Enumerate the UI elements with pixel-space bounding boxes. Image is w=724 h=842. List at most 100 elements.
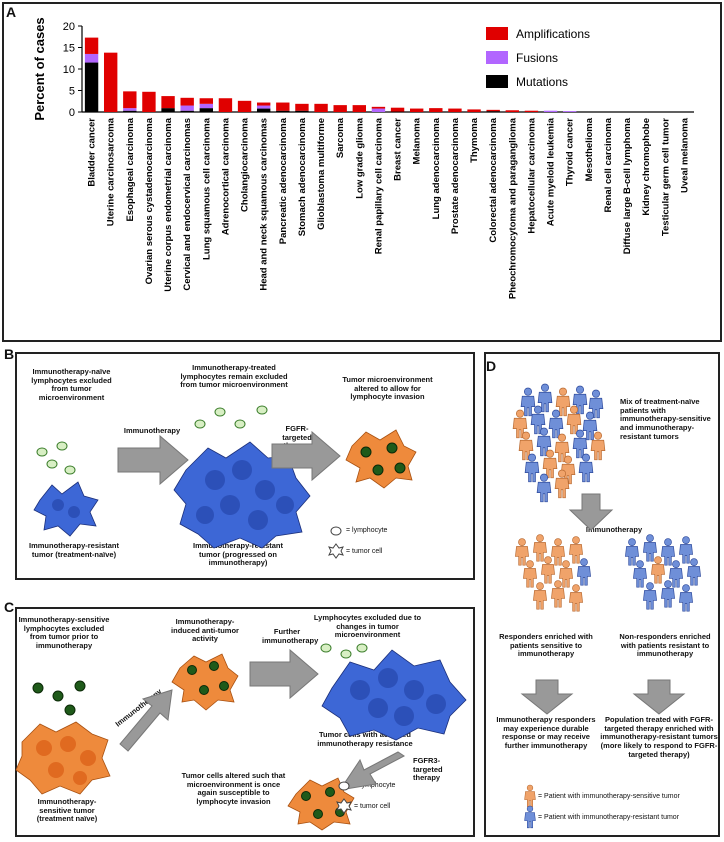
category-label: Glioblastoma multiforme — [316, 118, 327, 230]
bar-segment — [123, 91, 137, 109]
b-resistant-tumor-note: Immunotherapy-resistant tumor (progresse… — [192, 541, 284, 568]
d-arrow-label: Immunotherapy — [585, 525, 643, 534]
bar-segment — [505, 110, 520, 112]
bar-segment — [333, 105, 347, 112]
y-axis-label: Percent of cases — [32, 17, 47, 120]
panel-a-label: A — [6, 4, 17, 20]
c-sensitive-tumor-note: Immunotherapy-sensitive tumor (treatment… — [36, 797, 98, 824]
d-mix-note: Mix of treatment-naïve patients with imm… — [620, 397, 711, 441]
bar-segment — [142, 91, 156, 112]
category-label: Renal papillary cell carcinoma — [373, 117, 384, 254]
y-tick-label: 20 — [63, 21, 75, 33]
panel-d-label: D — [486, 358, 497, 374]
category-label: Colorectal adenocarcinoma — [488, 117, 499, 242]
bar-segment — [199, 98, 214, 104]
c-arrow3-label: FGFR3-targeted therapy — [413, 756, 443, 783]
category-label: Testicular germ cell tumor — [660, 118, 671, 236]
bar-segment — [180, 97, 194, 106]
d-key-sensitive: = Patient with immunotherapy-sensitive t… — [538, 793, 680, 800]
y-tick-label: 0 — [69, 107, 75, 119]
category-label: Bladder cancer — [87, 118, 98, 187]
category-label: Adrenocortical carcinoma — [220, 117, 231, 235]
bar-segment — [276, 110, 290, 112]
y-tick-label: 15 — [63, 43, 75, 55]
bar-segment — [371, 108, 386, 112]
bar-segment — [84, 62, 99, 112]
category-label: Uveal melanoma — [679, 117, 690, 193]
legend-swatch — [486, 75, 508, 88]
d-key-resistant: = Patient with immunotherapy-resistant t… — [538, 814, 680, 821]
c-key-lymph: = lymphocyte — [354, 782, 396, 789]
bar-segment — [486, 109, 500, 112]
category-label: Kidney chromophobe — [641, 118, 652, 216]
c-arrow2-label: Further immunotherapy — [262, 627, 319, 645]
bar-segment — [256, 105, 271, 109]
bar-segment — [199, 108, 214, 112]
bar-segment — [161, 96, 175, 109]
bar-segment — [237, 100, 252, 112]
category-label: Sarcoma — [335, 117, 346, 158]
category-label: Pheochromocytoma and paraganglioma — [507, 117, 518, 299]
d-outcome2-note: Population treated with FGFR-targeted th… — [600, 715, 718, 759]
bar-segment — [123, 110, 137, 112]
b-key-tumor: = tumor cell — [346, 548, 383, 555]
category-label: Head and neck squamous carcinomas — [259, 118, 270, 291]
b-arrow1-label: Immunotherapy — [123, 426, 181, 435]
category-label: Ovarian serous cystadenocarcinoma — [144, 117, 155, 284]
bar-segment — [524, 110, 539, 112]
panel-c-label: C — [4, 599, 15, 615]
c-sensitive-lymph-note: Immunotherapy-sensitive lymphocytes excl… — [18, 615, 110, 650]
category-label: Diffuse large B-cell lymphoma — [622, 117, 633, 254]
category-label: Uterine carcinosarcoma — [106, 117, 117, 226]
panel-b-label: B — [4, 346, 15, 362]
bar-segment — [256, 102, 271, 106]
category-label: Prostate adenocarcinoma — [450, 117, 461, 234]
d-nonresponders-note: Non-responders enriched with patients re… — [619, 632, 711, 659]
category-label: Stomach adenocarcinoma — [297, 117, 308, 236]
bar-segment — [84, 37, 99, 54]
bar-segment — [562, 111, 577, 112]
bar-segment — [314, 103, 328, 112]
category-label: Renal cell carcinoma — [603, 117, 614, 212]
legend-swatch — [486, 51, 508, 64]
legend-label: Fusions — [516, 51, 558, 65]
legend-label: Amplifications — [516, 27, 590, 41]
category-label: Lung adenocarcinoma — [431, 117, 442, 219]
c-excluded-note: Lymphocytes excluded due to changes in t… — [313, 613, 422, 640]
bar-segment — [199, 103, 214, 109]
c-induced-note: Immunotherapy-induced anti-tumor activit… — [171, 617, 239, 644]
y-tick-label: 5 — [69, 86, 75, 98]
category-label: Hepatocellular carcinoma — [526, 117, 537, 233]
category-label: Melanoma — [412, 117, 423, 164]
category-label: Thyroid cancer — [565, 118, 576, 186]
legend-swatch — [486, 27, 508, 40]
c-altered-note: Tumor cells altered such that microenvir… — [181, 771, 286, 806]
b-arrow2-label: FGFR-targeted therapy — [282, 424, 312, 451]
bar-segment — [295, 103, 309, 111]
c-key-tumor: = tumor cell — [354, 803, 391, 810]
bar-segment — [429, 108, 443, 112]
bar-segment — [467, 109, 481, 112]
bar-segment — [123, 108, 137, 111]
category-label: Acute myeloid leukemia — [546, 117, 557, 226]
bar-segment — [161, 108, 175, 112]
b-naive-tumor-note: Immunotherapy-resistant tumor (treatment… — [28, 541, 120, 559]
category-label: Pancreatic adenocarcinoma — [278, 117, 289, 244]
category-label: Low grade glioma — [354, 117, 365, 198]
bar-segment — [486, 111, 500, 112]
category-label: Mesothelioma — [584, 117, 595, 181]
bar-segment — [84, 53, 99, 63]
bar-segment — [103, 52, 118, 112]
category-label: Breast cancer — [393, 118, 404, 181]
c-acquired-note: Tumor cells with acquired immunotherapy … — [317, 730, 413, 748]
bar-segment — [276, 102, 290, 111]
b-treated-lymph-note: Immunotherapy-treated lymphocytes remain… — [180, 363, 288, 390]
b-altered-note: Tumor microenvironment altered to allow … — [342, 375, 433, 402]
bar-segment — [218, 98, 233, 112]
category-label: Cholangiocarcinoma — [240, 117, 251, 212]
d-responders-note: Responders enriched with patients sensit… — [499, 632, 593, 659]
bar-segment — [390, 107, 405, 112]
bar-segment — [409, 108, 424, 112]
